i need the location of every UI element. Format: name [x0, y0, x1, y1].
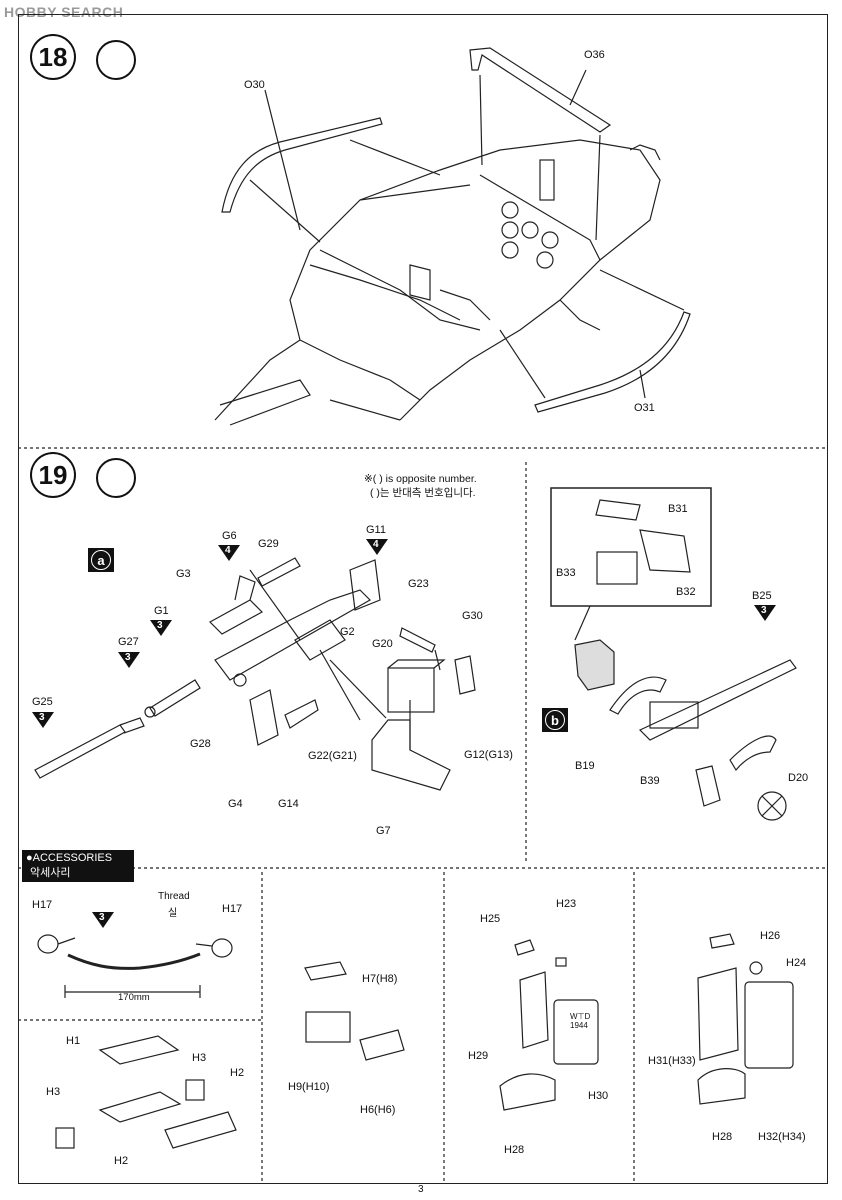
paint-badge-h17: 3	[92, 912, 114, 928]
watermark: HOBBY SEARCH	[4, 4, 124, 20]
part-h3-right: H3	[192, 1052, 207, 1064]
step-19-number: 19	[30, 452, 76, 498]
mg-assembly-a-drawing	[34, 557, 476, 791]
part-b19: B19	[575, 760, 595, 772]
thread-label: Thread	[158, 891, 190, 902]
part-h24: H24	[786, 957, 807, 969]
part-h9: H9(H10)	[288, 1081, 330, 1093]
part-o30: O30	[244, 79, 265, 91]
paint-badge-g1: 3	[150, 620, 172, 636]
part-h26: H26	[760, 930, 781, 942]
part-h17-right: H17	[222, 903, 243, 915]
part-h29: H29	[468, 1050, 489, 1062]
glue-icon	[96, 40, 136, 80]
part-h32: H32(H34)	[758, 1131, 806, 1143]
thread-label-kr: 실	[168, 908, 178, 919]
page-frame	[18, 14, 828, 1184]
opposite-number-note: ※( ) is opposite number.	[364, 473, 477, 485]
glue-icon	[96, 458, 136, 498]
part-h2-bottom: H2	[114, 1155, 129, 1167]
part-h7: H7(H8)	[362, 973, 398, 985]
opposite-number-note-kr: ( )는 반대측 번호입니다.	[370, 487, 476, 499]
can-marking: W⊤D 1944	[570, 1012, 591, 1030]
part-h2-right: H2	[230, 1067, 245, 1079]
part-h25: H25	[480, 913, 501, 925]
part-g2: G2	[340, 626, 355, 638]
part-d20: D20	[788, 772, 809, 784]
part-g28: G28	[190, 738, 211, 750]
subassembly-a-tag: a	[88, 548, 114, 572]
paint-badge-g6: 4	[218, 545, 240, 561]
part-g14: G14	[278, 798, 299, 810]
part-g22: G22(G21)	[308, 750, 357, 762]
paint-badge-g27: 3	[118, 652, 140, 668]
part-g11: G11	[366, 524, 386, 536]
part-g20: G20	[372, 638, 393, 650]
accessories-header: ●ACCESSORIES 악세사리	[22, 850, 134, 882]
turret-hull-drawing	[214, 139, 661, 426]
part-o31: O31	[634, 402, 655, 414]
part-g30: G30	[462, 610, 483, 622]
part-h3-left: H3	[46, 1086, 61, 1098]
part-b33: B33	[556, 567, 576, 579]
part-h1: H1	[66, 1035, 81, 1047]
part-o36: O36	[584, 49, 605, 61]
part-g7: G7	[376, 825, 391, 837]
part-b25: B25	[752, 590, 772, 602]
part-g1: G1	[154, 605, 169, 617]
paint-badge-g11: 4	[366, 539, 388, 555]
thread-length: 170mm	[118, 992, 150, 1003]
part-g23: G23	[408, 578, 429, 590]
part-g25: G25	[32, 696, 53, 708]
part-b39: B39	[640, 775, 660, 787]
part-b32: B32	[676, 586, 696, 598]
part-g29: G29	[258, 538, 279, 550]
part-h23: H23	[556, 898, 577, 910]
part-b31: B31	[668, 503, 688, 515]
part-g12: G12(G13)	[464, 749, 513, 761]
part-h31: H31(H33)	[648, 1055, 696, 1067]
part-g6: G6	[222, 530, 237, 542]
part-g4: G4	[228, 798, 243, 810]
part-g3: G3	[176, 568, 191, 580]
part-h30: H30	[588, 1090, 609, 1102]
part-h28-a: H28	[504, 1144, 525, 1156]
part-h28-b: H28	[712, 1131, 733, 1143]
part-h6: H6(H6)	[360, 1104, 396, 1116]
step-18-number: 18	[30, 34, 76, 80]
page-number: 3	[418, 1184, 424, 1195]
part-g27: G27	[118, 636, 139, 648]
subassembly-b-tag: b	[542, 708, 568, 732]
paint-badge-g25: 3	[32, 712, 54, 728]
paint-badge-b25: 3	[754, 605, 776, 621]
part-h17-left: H17	[32, 899, 53, 911]
